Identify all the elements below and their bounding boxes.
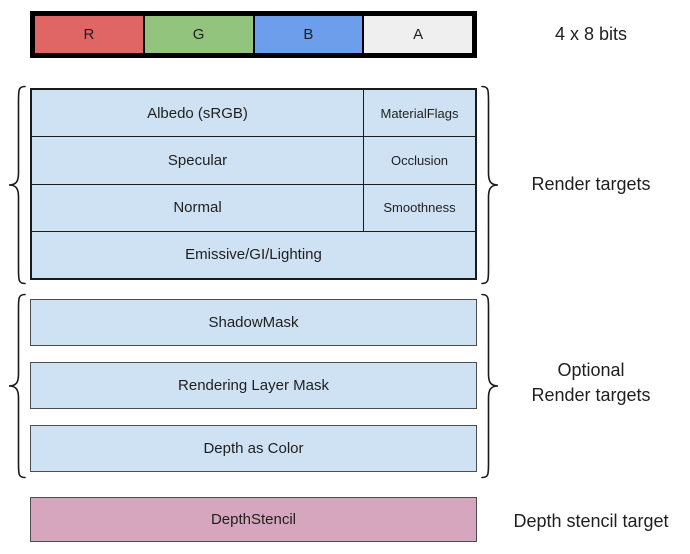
render-targets-right-brace [480, 85, 500, 285]
rt-cell-occlusion: Occlusion [363, 137, 475, 184]
channel-cell-a: A [362, 14, 474, 55]
depth-stencil-box: DepthStencil [30, 497, 477, 542]
optional-label-rendering-layer-mask: Rendering Layer Mask [178, 377, 329, 394]
bits-label: 4 x 8 bits [554, 24, 628, 44]
optional-box-depth-as-color: Depth as Color [30, 425, 477, 472]
depth-stencil-box-label: DepthStencil [210, 511, 297, 528]
channel-label-g: G [192, 26, 205, 43]
channel-label-a: A [413, 26, 424, 43]
rt-cell-emissive: Emissive/GI/Lighting [185, 246, 322, 264]
optional-render-targets-label: Optional Render targets [491, 358, 690, 408]
rt-cell-albedo: Albedo (sRGB) [147, 104, 248, 122]
optional-label-shadowmask: ShadowMask [208, 314, 299, 331]
depth-stencil-target-label: Depth stencil target [513, 511, 669, 531]
channel-label-b: B [303, 26, 314, 43]
render-targets-left-brace [7, 85, 27, 285]
render-targets-table: Albedo (sRGB) MaterialFlags Specular Occ… [30, 88, 477, 280]
optional-box-rendering-layer-mask: Rendering Layer Mask [30, 362, 477, 409]
channel-cell-r: R [33, 14, 145, 55]
table-row: Emissive/GI/Lighting [32, 230, 475, 278]
optional-label-depth-as-color: Depth as Color [203, 440, 304, 457]
channel-cell-b: B [252, 14, 365, 55]
optional-label-line1: Optional [557, 360, 625, 380]
optional-box-shadowmask: ShadowMask [30, 299, 477, 346]
rt-cell-materialflags: MaterialFlags [363, 90, 475, 137]
table-row: Normal Smoothness [32, 183, 475, 231]
channel-label-r: R [83, 26, 95, 43]
rt-cell-normal: Normal [173, 199, 222, 217]
rt-cell-smoothness: Smoothness [363, 184, 475, 231]
rt-cell-specular: Specular [167, 151, 228, 169]
optional-label-line2: Render targets [531, 385, 651, 405]
channel-cell-g: G [142, 14, 255, 55]
render-targets-label: Render targets [531, 174, 651, 194]
optional-targets-left-brace [7, 293, 27, 479]
table-row: Specular Occlusion [32, 136, 475, 184]
table-row: Albedo (sRGB) MaterialFlags [32, 90, 475, 137]
channel-bar: R G B A [30, 11, 477, 58]
optional-targets-right-brace [480, 293, 500, 479]
